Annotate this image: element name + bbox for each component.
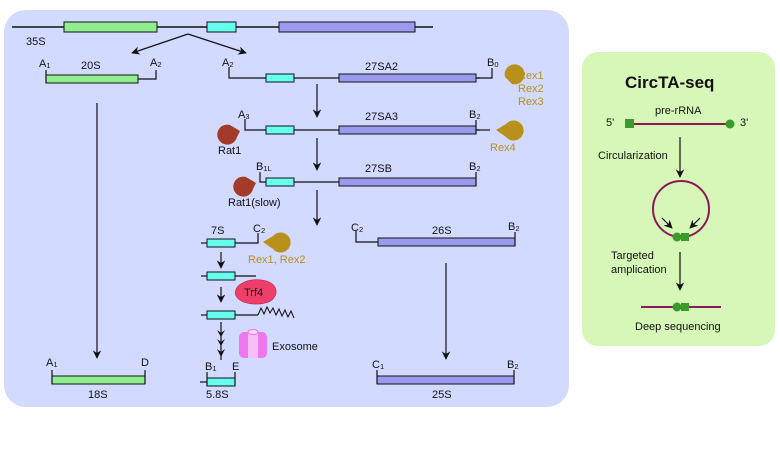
rat1-exonuclease-icon bbox=[217, 124, 240, 145]
primer-arrow-left bbox=[661, 217, 673, 229]
label-26S: 26S bbox=[432, 225, 452, 237]
25S-region bbox=[278, 21, 416, 33]
site-A3: A3 bbox=[238, 109, 250, 121]
site-B2-25S: B2 bbox=[507, 359, 519, 371]
5-8S-region bbox=[206, 21, 237, 33]
18S-region bbox=[63, 21, 158, 33]
intermediate-27SA3: A3 27SA3 B2 Rat1 Rex4 bbox=[217, 109, 524, 157]
site-C1: C1 bbox=[372, 359, 384, 371]
product-18S: A1 D 18S bbox=[46, 357, 149, 401]
processing-pathway-panel bbox=[4, 10, 569, 407]
product-5-8S: B1 E 5.8S bbox=[200, 361, 239, 401]
precursor-35S: 35S bbox=[12, 21, 433, 48]
label-circularization: Circularization bbox=[598, 150, 668, 162]
product-circle-icon bbox=[672, 302, 682, 312]
polyA-tail bbox=[257, 305, 295, 319]
rex-exonuclease-icon bbox=[504, 64, 525, 85]
label-7S: 7S bbox=[211, 225, 224, 237]
label-18S: 18S bbox=[88, 389, 108, 401]
intermediate-7S-trimmed bbox=[201, 271, 256, 281]
enzyme-rat1: Rat1 bbox=[218, 145, 241, 157]
label-targeted: Targeted bbox=[611, 250, 654, 262]
site-B2-27SA3: B2 bbox=[469, 109, 481, 121]
enzymes-rex1-rex2: Rex1, Rex2 bbox=[248, 254, 305, 266]
site-B2-27SB: B2 bbox=[469, 161, 481, 173]
product-square-icon bbox=[681, 303, 689, 311]
label-amplication: amplication bbox=[611, 264, 667, 276]
intermediate-27SA2: A2 27SA2 B0 Rex1 Rex2 Rex3 bbox=[222, 57, 544, 108]
enzyme-rex2: Rex2 bbox=[518, 83, 544, 95]
label-5-8S: 5.8S bbox=[206, 389, 229, 401]
exosome-icon bbox=[239, 329, 267, 358]
rat1-slow-exonuclease-icon bbox=[233, 176, 256, 197]
label-27SA2: 27SA2 bbox=[365, 61, 398, 73]
enzyme-rex1: Rex1 bbox=[518, 70, 544, 82]
label-trf4: Trf4 bbox=[244, 287, 263, 299]
site-A2: A2 bbox=[222, 57, 234, 69]
arrow-to-27SA2 bbox=[187, 33, 247, 55]
label-27SA3: 27SA3 bbox=[365, 111, 398, 123]
rex4-exonuclease-icon bbox=[496, 120, 524, 141]
primer-arrow-right bbox=[689, 217, 701, 229]
rex1-rex2-exonuclease-icon bbox=[263, 232, 291, 253]
three-prime-end-circle-icon bbox=[725, 119, 735, 129]
enzyme-rat1-slow: Rat1(slow) bbox=[228, 197, 281, 209]
label-pre-rrna: pre-rRNA bbox=[655, 105, 702, 117]
site-D: D bbox=[141, 357, 149, 369]
arrow-triple-exosome bbox=[217, 322, 225, 360]
circta-title: CircTA-seq bbox=[625, 73, 714, 92]
circta-seq-panel bbox=[582, 52, 775, 346]
site-A1: A1 bbox=[39, 58, 51, 70]
site-C2-7S: C2 bbox=[253, 223, 265, 235]
label-3-prime: 3' bbox=[740, 117, 748, 129]
site-C2-26S: C2 bbox=[351, 222, 363, 234]
intermediate-27SB: B1L 27SB B2 Rat1(slow) bbox=[228, 161, 481, 209]
trf4-icon bbox=[235, 279, 277, 305]
intermediate-26S: C2 26S B2 bbox=[351, 221, 520, 247]
site-A1-18S: A1 bbox=[46, 357, 58, 369]
enzyme-rex3: Rex3 bbox=[518, 96, 544, 108]
product-25S: C1 B2 25S bbox=[372, 359, 519, 401]
five-prime-end-square-icon bbox=[625, 119, 634, 128]
label-35S: 35S bbox=[26, 36, 46, 48]
label-5-prime: 5' bbox=[606, 117, 614, 129]
intermediate-7S: 7S C2 Rex1, Rex2 bbox=[201, 223, 305, 266]
site-B2-26S: B2 bbox=[508, 221, 520, 233]
label-exosome: Exosome bbox=[272, 341, 318, 353]
label-deep-sequencing: Deep sequencing bbox=[635, 321, 721, 333]
label-27SB: 27SB bbox=[365, 163, 392, 175]
junction-square-icon bbox=[681, 233, 689, 241]
site-E: E bbox=[232, 361, 239, 373]
arrow-to-20S bbox=[131, 33, 189, 55]
intermediate-7S-polyadenylated bbox=[201, 305, 295, 320]
label-20S: 20S bbox=[81, 60, 101, 72]
enzyme-rex4: Rex4 bbox=[490, 142, 516, 154]
intermediate-20S: A1 20S A2 bbox=[39, 57, 162, 84]
junction-circle-icon bbox=[672, 232, 682, 242]
site-A2-left: A2 bbox=[150, 57, 162, 69]
label-25S: 25S bbox=[432, 389, 452, 401]
site-B1L: B1L bbox=[256, 161, 272, 173]
site-B0: B0 bbox=[487, 57, 499, 69]
site-B1: B1 bbox=[205, 361, 217, 373]
